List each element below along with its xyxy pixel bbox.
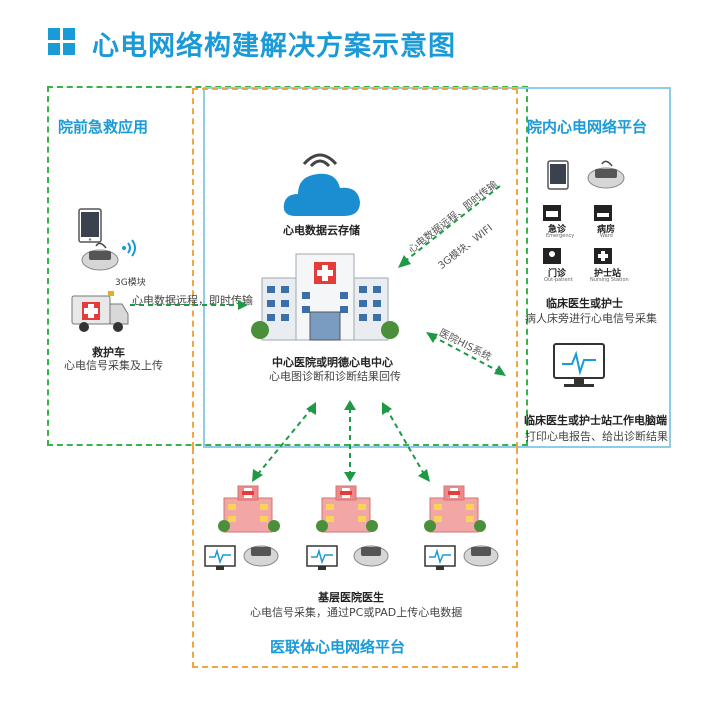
alliance-section-title: 医联体心电网络平台 [270,638,406,656]
clinic-monitor-icon-1 [204,545,236,570]
inhospital-to-center-arrow [398,185,501,268]
nursing-station-icon [594,248,612,264]
ecg-device-icon [81,242,119,271]
clinic-monitor-icon-2 [306,545,338,570]
his-system-arrow [426,332,506,376]
module-label: 3G模块 [115,278,146,288]
cloud-icon [283,173,360,216]
emergency-icon [543,205,561,221]
ambulance-transfer-label: 心电数据远程，即时传输 [132,294,253,307]
alliance-region-border-left [192,88,194,448]
ward-outpatient-en: Out-patient [544,277,573,283]
clinic-ecg-device-icon-2 [353,545,389,567]
central-hospital-desc: 心电图诊断和诊断结果回传 [269,370,401,383]
central-hospital-icon [251,253,399,341]
alliance-region-border [192,448,518,668]
cloud-storage-label: 心电数据云存储 [283,224,360,237]
ward-nursing-en: Nursing Station [590,277,629,283]
ambulance-name: 救护车 [92,346,125,359]
ward-emergency-en: Emergency [546,233,575,239]
grassroots-doctor-title: 基层医院医生 [318,591,384,604]
ward-ward-name: 病房 [597,225,616,235]
clinic-ecg-device-icon-3 [463,545,499,567]
clinic-ecg-device-icon-1 [243,545,279,567]
clinic-monitor-icon-3 [424,545,456,570]
ambulance-to-hospital-arrow [130,300,248,310]
ward-nursing-name: 护士站 [594,269,622,279]
prehospital-section-title: 院前急救应用 [58,118,149,136]
workstation-monitor-icon [553,343,605,387]
ambulance-desc: 心电信号采集及上传 [64,359,163,372]
clinic-building-icon-3 [424,485,486,533]
workstation-title: 临床医生或护士站工作电脑端 [524,414,667,427]
tablet-icon [78,208,102,243]
ambulance-icon [71,291,129,332]
clinic-building-icon-2 [316,485,378,533]
ward-outpatient-name: 门诊 [548,269,567,279]
central-hospital-name: 中心医院或明德心电中心 [272,356,393,369]
cloud-wifi-icon [302,153,338,168]
inhospital-section-title: 院内心电网络平台 [527,118,648,136]
inhospital-ecg-device-icon [587,160,625,189]
clinic-building-icon-1 [218,485,280,533]
grassroots-doctor-desc: 心电信号采集，通过PC或PAD上传心电数据 [250,606,463,619]
workstation-desc: 打印心电报告、给出诊断结果 [525,430,668,443]
alliance-region-border-right [516,88,518,448]
inhospital-tablet-icon [547,160,569,190]
clinician-desc: 病人床旁进行心电信号采集 [525,312,657,325]
ward-ward-en: Ward [600,233,613,239]
title-grid-icon [48,28,76,56]
page-title: 心电网络构建解决方案示意图 [92,31,456,62]
ward-icon [594,205,612,221]
wireless-signal-icon [122,239,136,257]
center-to-clinics-arrows [252,400,430,482]
ward-emergency-name: 急诊 [548,225,567,235]
clinician-title: 临床医生或护士 [546,297,623,310]
alliance-region-border-top [192,88,518,90]
outpatient-icon [543,248,561,264]
